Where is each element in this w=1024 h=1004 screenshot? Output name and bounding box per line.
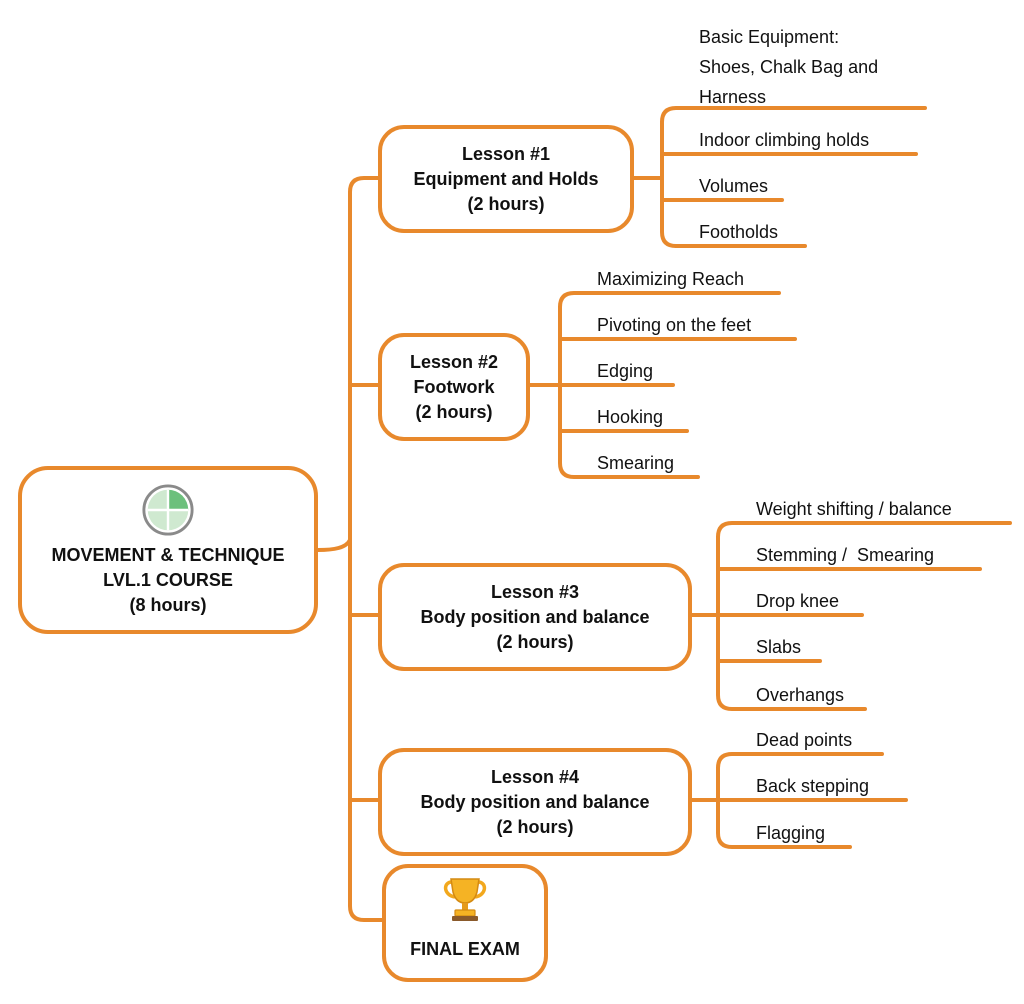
lesson-2-node: Lesson #2 Footwork (2 hours)	[378, 333, 530, 441]
lesson-2-duration: (2 hours)	[415, 401, 493, 422]
lesson-3-node: Lesson #3 Body position and balance (2 h…	[378, 563, 692, 671]
l2-topic-edging: Edging	[597, 361, 654, 381]
l2-topic-hooking: Hooking	[597, 407, 664, 427]
l1-topic-basic-equipment: Basic Equipment: Shoes, Chalk Bag and Ha…	[699, 22, 878, 112]
l4-topic-dead-points: Dead points	[756, 730, 853, 750]
l4-topic-flagging: Flagging	[756, 823, 826, 843]
quadrant-chart-icon	[142, 483, 194, 536]
l1-topic-1-line-3: Harness	[699, 87, 767, 107]
connector-l4-topic-1	[716, 752, 884, 770]
l1-topic-footholds: Footholds	[699, 222, 779, 242]
final-exam-node: FINAL EXAM	[382, 864, 548, 982]
root-title-line-2: LVL.1 COURSE	[103, 569, 233, 590]
lesson-2-title: Footwork	[413, 376, 495, 397]
connector-l1-topic-1	[660, 106, 927, 124]
connector-l3-topic-1	[716, 521, 1012, 539]
connector-trunk-lower	[348, 538, 386, 922]
lesson-4-node: Lesson #4 Body position and balance (2 h…	[378, 748, 692, 856]
lesson-4-duration: (2 hours)	[496, 816, 574, 837]
l1-topic-volumes: Volumes	[699, 176, 769, 196]
lesson-4-number: Lesson #4	[490, 766, 580, 787]
l2-topic-maximizing-reach: Maximizing Reach	[597, 269, 745, 289]
lesson-1-duration: (2 hours)	[467, 193, 545, 214]
lesson-1-title: Equipment and Holds	[413, 168, 599, 189]
root-node: MOVEMENT & TECHNIQUE LVL.1 COURSE (8 hou…	[18, 466, 318, 634]
l3-topic-slabs: Slabs	[756, 637, 802, 657]
l1-topic-1-line-2: Shoes, Chalk Bag and	[699, 57, 879, 77]
lesson-2-number: Lesson #2	[409, 351, 499, 372]
l4-topic-back-stepping: Back stepping	[756, 776, 870, 796]
l2-topic-smearing: Smearing	[597, 453, 675, 473]
connector-l3-spine	[688, 535, 867, 711]
lesson-3-duration: (2 hours)	[496, 631, 574, 652]
l1-topic-1-line-1: Basic Equipment:	[699, 27, 840, 47]
final-exam-label: FINAL EXAM	[410, 939, 520, 959]
trophy-icon	[443, 878, 487, 921]
connector-l2-spine	[526, 305, 700, 479]
lesson-1-node: Lesson #1 Equipment and Holds (2 hours)	[378, 125, 634, 233]
lesson-4-title: Body position and balance	[420, 791, 650, 812]
lesson-1-number: Lesson #1	[461, 143, 551, 164]
root-title-line-1: MOVEMENT & TECHNIQUE	[51, 544, 285, 565]
connector-l4-spine	[688, 766, 852, 849]
lesson-3-number: Lesson #3	[490, 581, 580, 602]
l3-topic-drop-knee: Drop knee	[756, 591, 840, 611]
connector-l1-spine	[630, 120, 678, 248]
connector-trunk	[316, 176, 382, 552]
lesson-3-title: Body position and balance	[420, 606, 650, 627]
l3-topic-stemming: Stemming / Smearing	[756, 545, 935, 565]
l3-topic-weight-shifting: Weight shifting / balance	[756, 499, 952, 519]
l3-topic-overhangs: Overhangs	[756, 685, 845, 705]
root-title-line-3: (8 hours)	[129, 594, 207, 615]
l1-topic-indoor-holds: Indoor climbing holds	[699, 130, 870, 150]
l2-topic-pivoting: Pivoting on the feet	[597, 315, 752, 335]
connector-l2-topic-1	[558, 291, 781, 309]
